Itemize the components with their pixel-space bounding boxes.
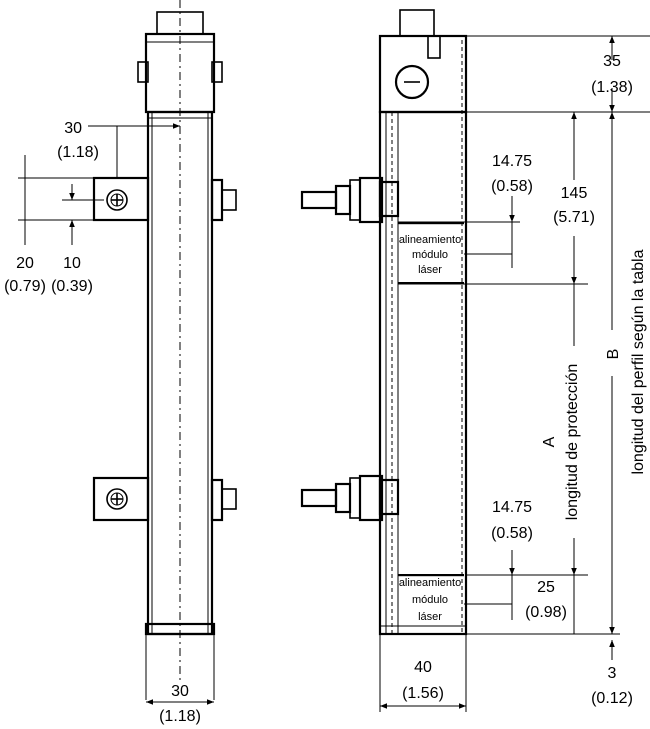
dim-10-inch: (0.39) <box>51 278 93 295</box>
top-cap-right <box>378 34 468 114</box>
align-upper-line1: alineamiento <box>399 234 461 246</box>
dim-20-inch: (0.79) <box>4 278 46 295</box>
label-a-text: longitud de protección <box>564 364 581 521</box>
top-connector-right <box>399 9 435 37</box>
align-upper-line2: módulo <box>412 249 448 261</box>
dim-25-inch: (0.98) <box>525 604 567 621</box>
dim-145-inch: (5.71) <box>553 209 595 226</box>
laser-module-lower <box>300 474 400 522</box>
laser-module-upper <box>300 176 400 224</box>
dim-14.75-bottom-inch: (0.58) <box>491 525 533 542</box>
label-b: B <box>605 349 622 360</box>
label-a: A <box>541 436 558 447</box>
align-lower-line1: alineamiento <box>399 577 461 589</box>
align-upper-line3: láser <box>418 264 442 276</box>
dim-30-top-inch: (1.18) <box>57 144 99 161</box>
align-lower-line2: módulo <box>412 594 448 606</box>
dim-3-inch: (0.12) <box>591 690 633 707</box>
dim-14.75-top: 14.75 <box>492 153 532 170</box>
dim-30-bottom-inch: (1.18) <box>159 708 201 725</box>
dim-25: 25 <box>537 579 555 596</box>
dim-10: 10 <box>63 255 81 272</box>
dim-35: 35 <box>603 53 621 70</box>
bracket-upper-left <box>92 176 237 222</box>
dim-14.75-top-inch: (0.58) <box>491 178 533 195</box>
left-view: 30 (1.18) 20 (0.79) 10 (0.39) 30 (1.18) <box>4 0 237 725</box>
align-lower-line3: láser <box>418 611 442 623</box>
dim-35-inch: (1.38) <box>591 79 633 96</box>
dim-30-bottom: 30 <box>171 683 189 700</box>
dim-145: 145 <box>561 185 588 202</box>
dim-14.75-bottom: 14.75 <box>492 499 532 516</box>
dim-3: 3 <box>608 665 617 682</box>
dim-20: 20 <box>16 255 34 272</box>
profile-body-right <box>378 110 468 636</box>
label-b-text: longitud del perfil según la tabla <box>630 249 647 474</box>
right-view: alineamiento módulo láser alineamiento m… <box>300 9 650 712</box>
dim-40-inch: (1.56) <box>402 685 444 702</box>
dim-40: 40 <box>414 659 432 676</box>
dim-30-top: 30 <box>64 120 82 137</box>
bracket-lower-left <box>92 476 237 522</box>
